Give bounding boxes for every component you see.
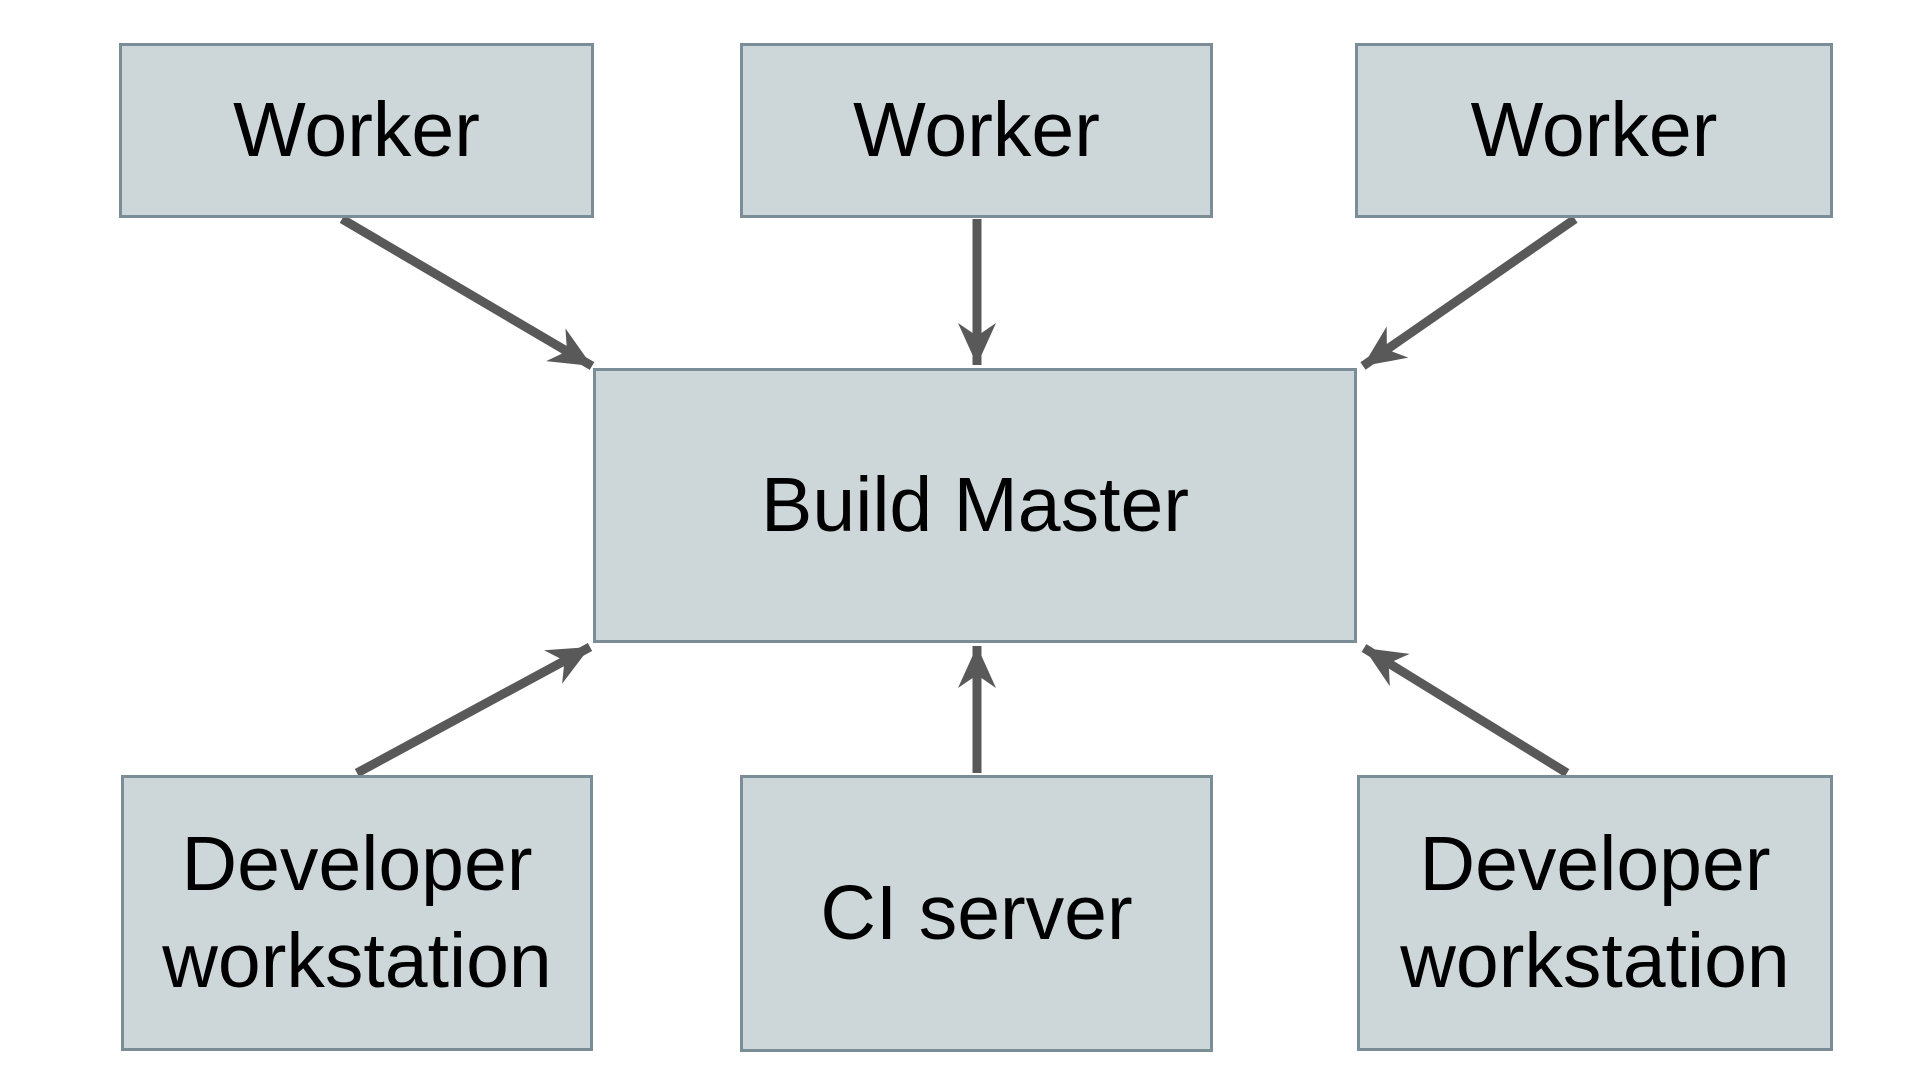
arrow-developer-workstation-left-to-build-master [354,643,593,777]
node-worker-3: Worker [1355,43,1833,218]
node-build-master-label: Build Master [761,461,1189,548]
node-developer-workstation-right: Developer workstation [1357,775,1833,1051]
node-worker-2: Worker [740,43,1213,218]
node-build-master: Build Master [593,368,1357,643]
node-ci-server: CI server [740,775,1213,1052]
node-ci-server-label: CI server [820,869,1133,956]
node-worker-2-label: Worker [853,86,1100,173]
node-worker-1: Worker [119,43,594,218]
node-developer-workstation-left-label: Developer workstation [162,820,552,1004]
node-developer-workstation-left: Developer workstation [121,775,593,1051]
node-worker-1-label: Worker [233,86,480,173]
arrow-worker-1-to-build-master [339,215,595,370]
arrow-worker-3-to-build-master [1360,215,1578,370]
node-developer-workstation-right-label: Developer workstation [1400,820,1790,1004]
arrow-developer-workstation-right-to-build-master [1361,644,1570,777]
node-worker-3-label: Worker [1470,86,1718,173]
